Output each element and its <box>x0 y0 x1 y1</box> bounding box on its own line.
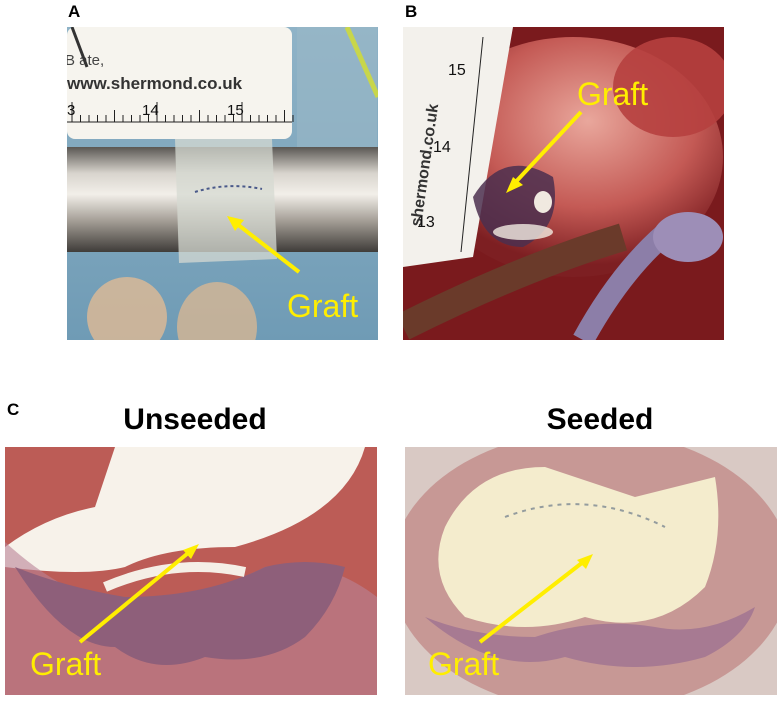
ruler-number-a3: 15 <box>227 102 244 119</box>
panel-letter-a: A <box>68 2 81 21</box>
panel-c-seeded-photo <box>405 447 777 695</box>
ruler-number-b2: 14 <box>433 139 451 156</box>
title-unseeded: Unseeded <box>123 403 267 436</box>
ruler-number-b3: 13 <box>417 214 435 231</box>
panel-letter-c: C <box>7 400 20 419</box>
graft-label-unseeded: Graft <box>30 646 102 682</box>
panel-c-unseeded-photo <box>5 447 377 695</box>
panel-letter-b: B <box>405 2 418 21</box>
ruler-number-a2: 14 <box>142 102 159 119</box>
graft-label-b: Graft <box>577 76 649 112</box>
ruler-text-a2: www.shermond.co.uk <box>67 74 243 93</box>
panel-b-photo: shermond.co.uk 15 14 13 <box>403 27 724 340</box>
ruler-number-a1: 3 <box>67 102 75 119</box>
ruler-number-b1: 15 <box>448 62 466 79</box>
graft-label-seeded: Graft <box>428 646 500 682</box>
panel-a-photo: B ate, www.shermond.co.uk 3 14 15 <box>67 27 378 340</box>
title-seeded: Seeded <box>546 403 654 436</box>
graft-label-a: Graft <box>287 288 359 324</box>
